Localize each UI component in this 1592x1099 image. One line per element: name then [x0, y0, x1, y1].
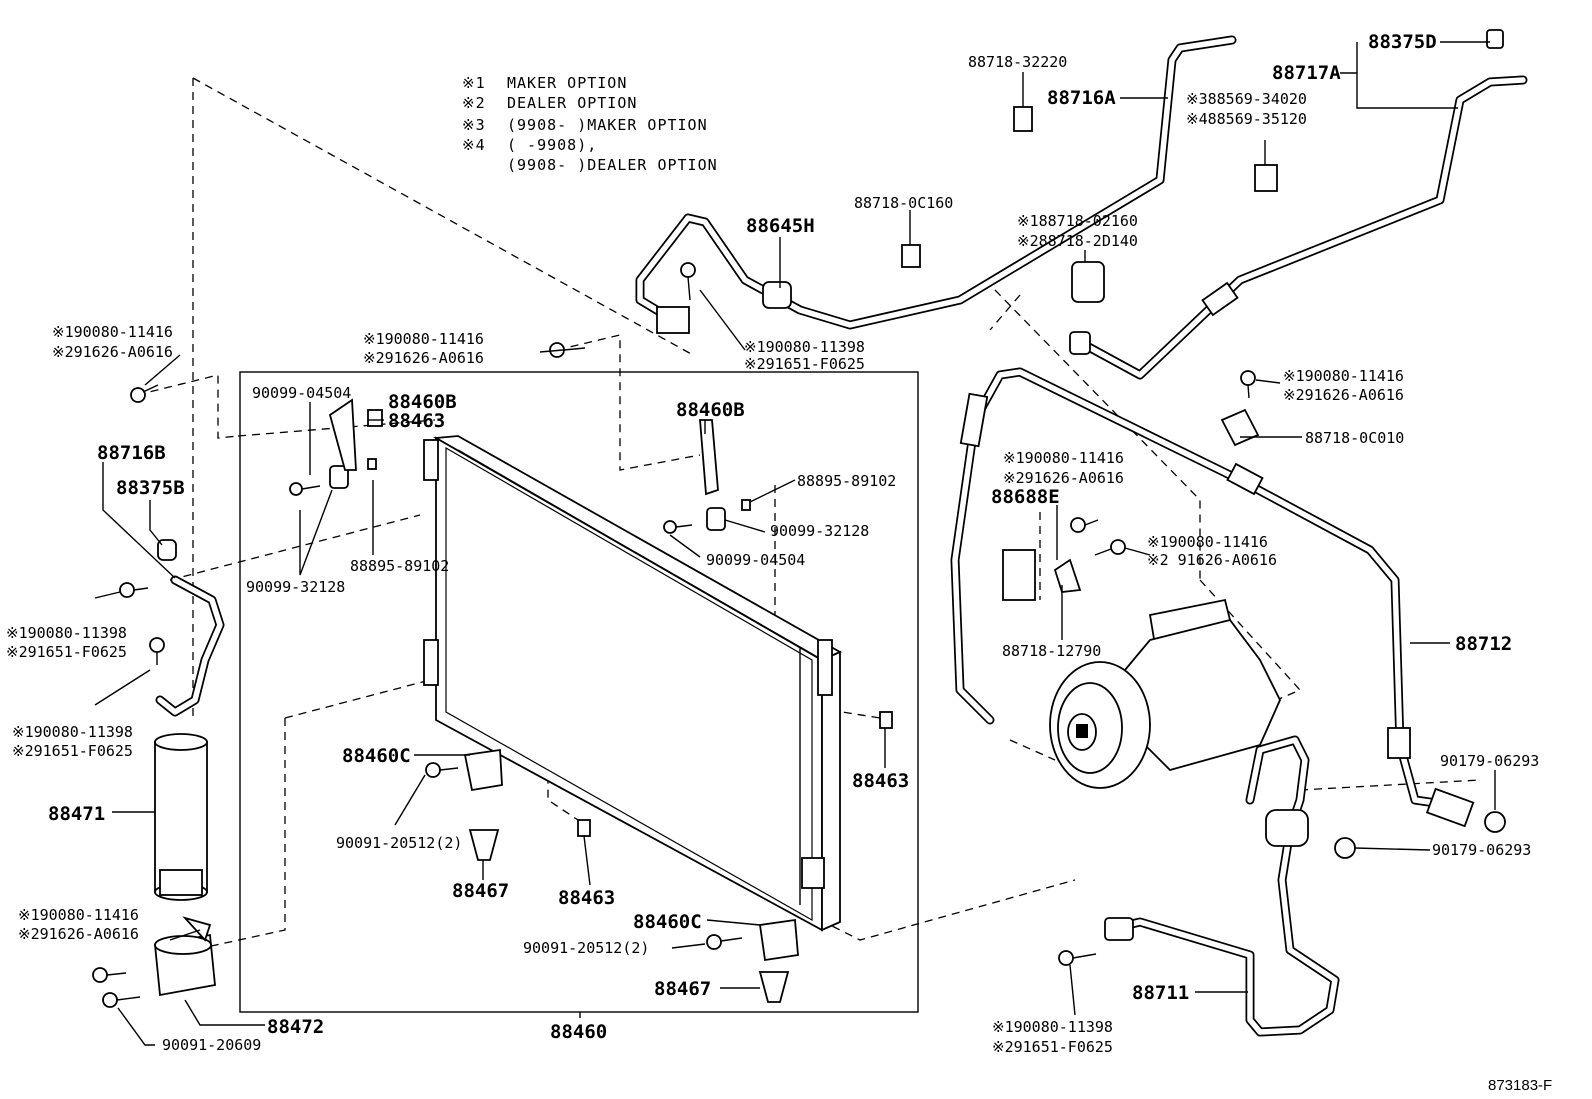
label-2-91651-F0625-d: ※291651-F0625	[992, 1038, 1113, 1056]
pipe-88717A	[1080, 75, 1528, 380]
label-2-91626-A0616-b: ※291626-A0616	[363, 349, 484, 367]
label-88471: 88471	[48, 803, 105, 825]
label-1-90080-11416-f: ※190080-11416	[18, 906, 139, 924]
legend-mark-3: ※3	[462, 116, 486, 134]
label-88895-89102-b: 88895-89102	[350, 557, 449, 575]
legend-text-2: DEALER OPTION	[507, 94, 637, 112]
legend-text-4: ( -9908),	[507, 136, 597, 154]
label-88467-a: 88467	[452, 880, 509, 902]
label-2-91626-A0616-a: ※291626-A0616	[52, 343, 173, 361]
label-88718-12790: 88718-12790	[1002, 642, 1101, 660]
label-90091-20512-a: 90091-20512(2)	[336, 834, 462, 852]
label-88375D: 88375D	[1368, 31, 1437, 53]
label-90099-32128-a: 90099-32128	[770, 522, 869, 540]
label-1-90080-11416-b: ※190080-11416	[363, 330, 484, 348]
label-2-91651-F0625-b: ※291651-F0625	[6, 643, 127, 661]
label-88717A: 88717A	[1272, 62, 1341, 84]
pipe-88712	[950, 367, 1455, 810]
label-2-91626-A0616-d: ※291626-A0616	[1003, 469, 1124, 487]
label-88463-b: 88463	[558, 887, 615, 909]
legend-mark-2: ※2	[462, 94, 486, 112]
label-88645H: 88645H	[746, 215, 815, 237]
label-1-90080-11416-c: ※190080-11416	[1283, 367, 1404, 385]
label-88467-b: 88467	[654, 978, 711, 1000]
legend-mark-4: ※4	[462, 136, 486, 154]
option-legend: ※1 MAKER OPTION ※2 DEALER OPTION ※3 (990…	[462, 74, 718, 174]
label-88895-89102-a: 88895-89102	[797, 472, 896, 490]
label-88718-0C010: 88718-0C010	[1305, 429, 1404, 447]
label-88688E: 88688E	[991, 486, 1060, 508]
label-3-88569-34020: ※388569-34020	[1186, 90, 1307, 108]
label-1-90080-11416-e: ※190080-11416	[1147, 533, 1268, 551]
label-2-91626-A0616-f: ※291626-A0616	[18, 925, 139, 943]
label-90091-20609: 90091-20609	[162, 1036, 261, 1054]
label-88460C-b: 88460C	[633, 911, 702, 933]
label-2-91626-A0616-c: ※291626-A0616	[1283, 386, 1404, 404]
label-88463-c: 88463	[852, 770, 909, 792]
label-88712: 88712	[1455, 633, 1512, 655]
label-1-90080-11416-a: ※190080-11416	[52, 323, 173, 341]
label-90179-06293-a: 90179-06293	[1440, 752, 1539, 770]
diagram-id: 873183-F	[1488, 1077, 1552, 1094]
label-88718-0C160: 88718-0C160	[854, 194, 953, 212]
label-88472: 88472	[267, 1016, 324, 1038]
label-88460C-a: 88460C	[342, 745, 411, 767]
label-90099-04504-b: 90099-04504	[706, 551, 805, 569]
legend-mark-1: ※1	[462, 74, 486, 92]
receiver-dryer-88471	[154, 733, 208, 901]
label-88716B: 88716B	[97, 442, 166, 464]
condenser-group-frame	[239, 371, 919, 1013]
label-88716A: 88716A	[1047, 87, 1116, 109]
label-90179-06293-b: 90179-06293	[1432, 841, 1531, 859]
label-90099-04504-a: 90099-04504	[252, 384, 351, 402]
label-2-88718-2D140: ※288718-2D140	[1017, 232, 1138, 250]
label-1-90080-11398-a: ※190080-11398	[744, 338, 865, 356]
small-parts	[92, 29, 1506, 1008]
leader-lines	[94, 41, 1496, 1046]
label-2-91651-F0625-c: ※291651-F0625	[12, 742, 133, 760]
label-88463-a: 88463	[388, 410, 445, 432]
label-1-90080-11398-c: ※190080-11398	[12, 723, 133, 741]
legend-text-5: (9908- )DEALER OPTION	[507, 156, 718, 174]
label-90099-32128-b: 90099-32128	[246, 578, 345, 596]
pipe-88716B	[155, 575, 225, 717]
legend-text-3: (9908- )MAKER OPTION	[507, 116, 708, 134]
label-2-91651-F0625-a: ※291651-F0625	[744, 355, 865, 373]
pipe-88716A	[635, 35, 1237, 330]
label-4-88569-35120: ※488569-35120	[1186, 110, 1307, 128]
legend-text-1: MAKER OPTION	[507, 74, 627, 92]
label-88460B-a: 88460B	[388, 391, 457, 413]
label-2-91626-A0616-e: ※2 91626-A0616	[1147, 551, 1277, 569]
pipe-88711	[1110, 735, 1340, 1037]
part-labels: 88375D 88717A 88718-32220 88716A ※388569…	[6, 31, 1552, 1094]
label-88711: 88711	[1132, 982, 1189, 1004]
label-1-90080-11398-d: ※190080-11398	[992, 1018, 1113, 1036]
label-1-90080-11416-d: ※190080-11416	[1003, 449, 1124, 467]
label-88460: 88460	[550, 1021, 607, 1043]
label-88718-32220: 88718-32220	[968, 53, 1067, 71]
label-90091-20512-b: 90091-20512(2)	[523, 939, 649, 957]
bracket-88472	[154, 916, 216, 997]
label-1-90080-11398-b: ※190080-11398	[6, 624, 127, 642]
label-1-88718-02160: ※188718-02160	[1017, 212, 1138, 230]
label-88375B: 88375B	[116, 477, 185, 499]
condenser-core	[423, 435, 842, 932]
compressor	[1049, 598, 1281, 789]
label-88460B-b: 88460B	[676, 399, 745, 421]
